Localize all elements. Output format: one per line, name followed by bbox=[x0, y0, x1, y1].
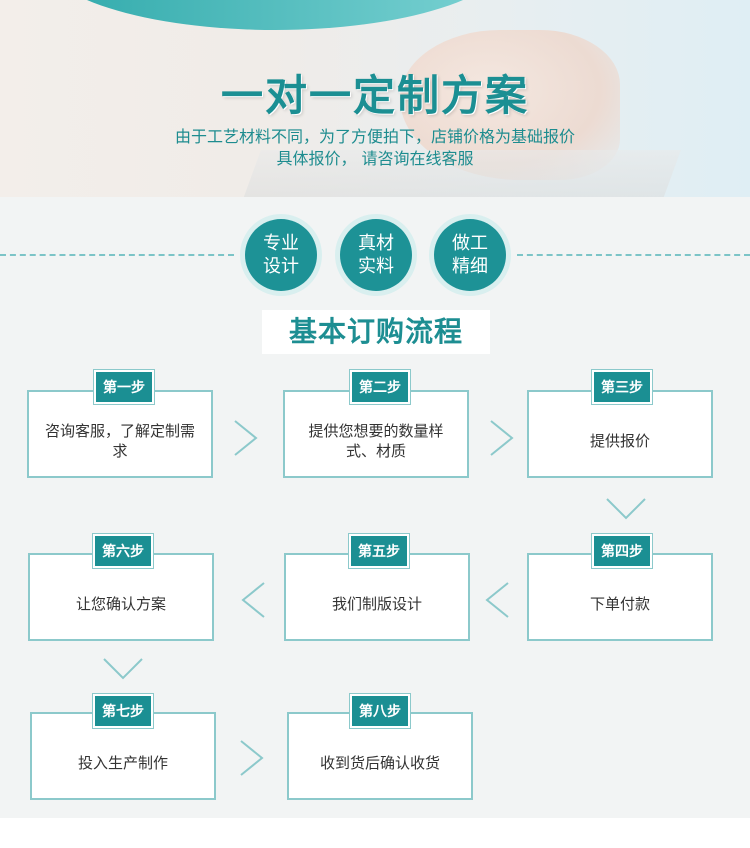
hero-banner: 一对一定制方案 由于工艺材料不同，为了方便拍下，店铺价格为基础报价 具体报价， … bbox=[0, 0, 750, 197]
feature-badge-workmanship: 做工 精细 bbox=[434, 219, 506, 291]
step-tag-7: 第七步 bbox=[93, 694, 153, 728]
step-text-5: 我们制版设计 bbox=[331, 595, 422, 613]
arrow-right-icon bbox=[238, 738, 266, 778]
step-tag-5: 第五步 bbox=[349, 534, 409, 568]
footer-spacer bbox=[0, 818, 750, 848]
feature-badge-line1: 真材 bbox=[358, 233, 394, 254]
step-box-1: 咨询客服，了解定制需求 bbox=[27, 390, 213, 478]
step-tag-1: 第一步 bbox=[94, 370, 154, 404]
step-text-2: 提供您想要的数量样式、材质 bbox=[308, 422, 444, 460]
arrow-down-icon bbox=[101, 656, 145, 682]
step-text-4: 下单付款 bbox=[589, 595, 650, 613]
arrow-left-icon bbox=[483, 580, 511, 620]
dashed-divider-right bbox=[517, 254, 750, 256]
feature-badge-line2: 实料 bbox=[358, 256, 394, 277]
arrow-right-icon bbox=[232, 418, 260, 458]
step-tag-2: 第二步 bbox=[350, 370, 410, 404]
step-text-7: 投入生产制作 bbox=[77, 754, 168, 772]
feature-badge-line2: 精细 bbox=[452, 256, 488, 277]
hero-decorative-arc bbox=[40, 0, 510, 30]
hero-subtitle-line1: 由于工艺材料不同，为了方便拍下，店铺价格为基础报价 bbox=[174, 127, 575, 146]
arrow-right-icon bbox=[488, 418, 516, 458]
step-tag-4: 第四步 bbox=[592, 534, 652, 568]
process-title: 基本订购流程 bbox=[262, 310, 490, 354]
hero-title: 一对一定制方案 bbox=[220, 71, 529, 120]
arrow-down-icon bbox=[604, 496, 648, 522]
feature-badge-line1: 做工 bbox=[452, 233, 488, 254]
dashed-divider-left bbox=[0, 254, 234, 256]
step-text-3: 提供报价 bbox=[589, 432, 650, 450]
feature-badge-design: 专业 设计 bbox=[245, 219, 317, 291]
step-text-1: 咨询客服，了解定制需求 bbox=[45, 422, 196, 460]
step-tag-8: 第八步 bbox=[350, 694, 410, 728]
step-text-6: 让您确认方案 bbox=[75, 595, 166, 613]
step-tag-3: 第三步 bbox=[592, 370, 652, 404]
step-box-2: 提供您想要的数量样式、材质 bbox=[283, 390, 469, 478]
feature-badge-line1: 专业 bbox=[263, 233, 299, 254]
step-text-8: 收到货后确认收货 bbox=[319, 754, 440, 772]
arrow-left-icon bbox=[239, 580, 267, 620]
feature-badge-line2: 设计 bbox=[263, 256, 299, 277]
hero-subtitle-line2: 具体报价， 请咨询在线客服 bbox=[276, 149, 474, 168]
feature-badge-material: 真材 实料 bbox=[340, 219, 412, 291]
step-tag-6: 第六步 bbox=[93, 534, 153, 568]
